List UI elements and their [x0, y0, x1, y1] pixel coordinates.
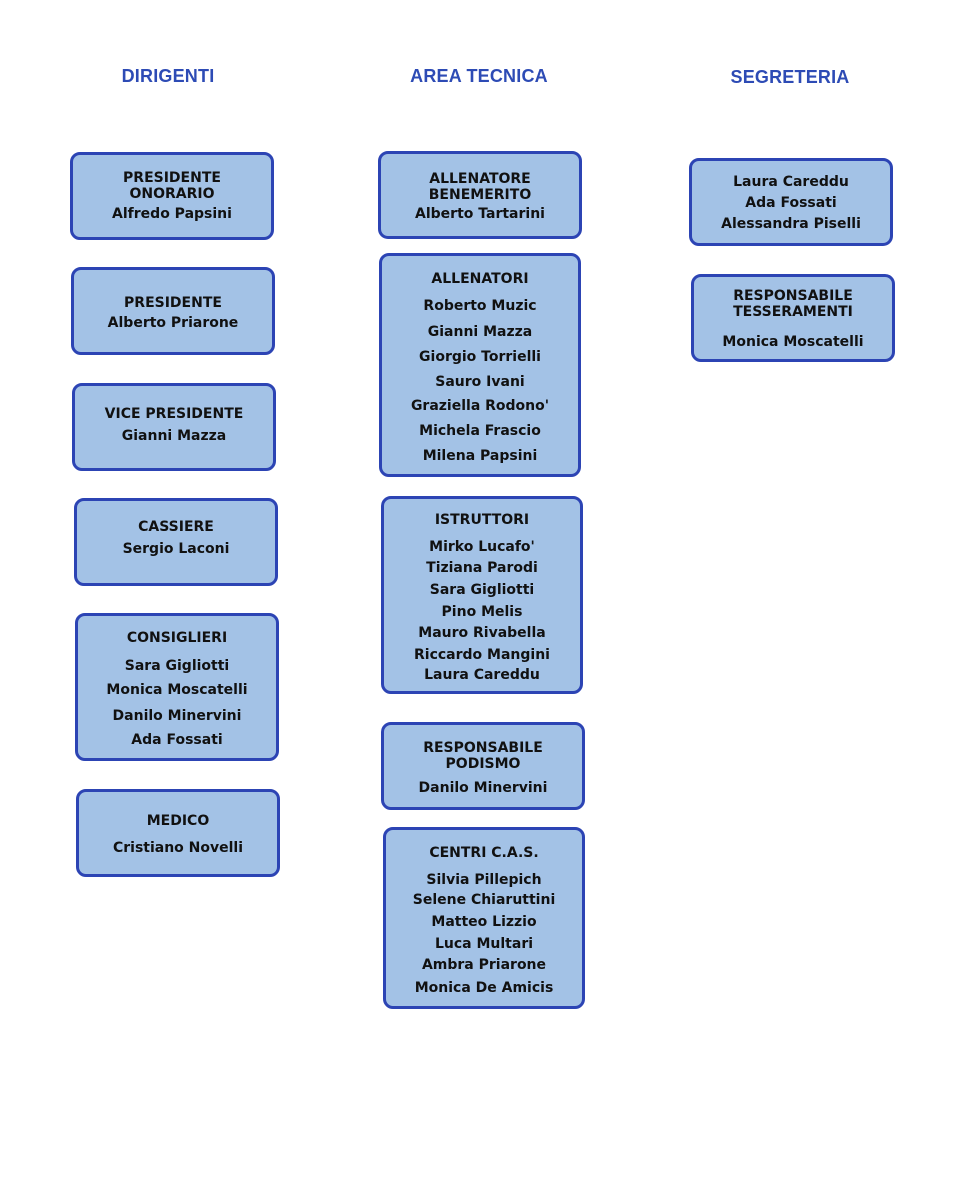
box-istruttori: ISTRUTTORI Mirko Lucafo' Tiziana Parodi …	[381, 496, 583, 694]
box-member-name: Cristiano Novelli	[112, 840, 244, 856]
box-member-name: Matteo Lizzio	[431, 914, 537, 930]
box-member-name: Alberto Priarone	[107, 315, 239, 331]
box-member-name: Sergio Laconi	[122, 541, 230, 557]
box-member-name: Riccardo Mangini	[414, 647, 550, 663]
box-cassiere: CASSIERE Sergio Laconi	[74, 498, 278, 586]
box-medico: MEDICO Cristiano Novelli	[76, 789, 280, 877]
box-member-name: Alberto Tartarini	[415, 206, 545, 222]
box-heading: MEDICO	[146, 813, 210, 829]
box-heading: TESSERAMENTI	[733, 304, 853, 320]
box-centri-cas: CENTRI C.A.S. Silvia Pillepich Selene Ch…	[383, 827, 585, 1009]
box-member-name: Monica De Amicis	[414, 980, 554, 996]
box-presidente-onorario: PRESIDENTE ONORARIO Alfredo Papsini	[70, 152, 274, 240]
box-heading: CENTRI C.A.S.	[429, 845, 539, 861]
box-member-name: Gianni Mazza	[121, 428, 227, 444]
box-member-name: Monica Moscatelli	[722, 334, 864, 350]
box-heading: BENEMERITO	[428, 187, 532, 203]
box-member-name: Laura Careddu	[733, 174, 849, 190]
box-heading: RESPONSABILE	[423, 740, 543, 756]
column-title-area-tecnica: AREA TECNICA	[410, 66, 548, 86]
box-member-name: Selene Chiaruttini	[412, 892, 556, 908]
box-member-name: Gianni Mazza	[427, 324, 533, 340]
box-member-name: Luca Multari	[434, 936, 534, 952]
box-member-name: Pino Melis	[441, 604, 523, 620]
box-member-name: Tiziana Parodi	[426, 560, 538, 576]
box-member-name: Laura Careddu	[424, 667, 540, 683]
box-allenatore-benemerito: ALLENATORE BENEMERITO Alberto Tartarini	[378, 151, 582, 239]
box-heading: CASSIERE	[138, 519, 214, 535]
box-heading: CONSIGLIERI	[126, 630, 228, 646]
box-member-name: Danilo Minervini	[418, 780, 548, 796]
box-heading: PODISMO	[445, 756, 521, 772]
box-consiglieri: CONSIGLIERI Sara Gigliotti Monica Moscat…	[75, 613, 279, 761]
box-member-name: Silvia Pillepich	[426, 872, 542, 888]
column-title-dirigenti: DIRIGENTI	[121, 66, 215, 86]
box-heading: RESPONSABILE	[733, 288, 853, 304]
box-heading: PRESIDENTE	[123, 170, 221, 186]
column-title-segreteria: SEGRETERIA	[730, 67, 850, 87]
box-member-name: Roberto Muzic	[423, 298, 537, 314]
box-heading: ALLENATORE	[429, 171, 531, 187]
box-heading: ISTRUTTORI	[434, 512, 530, 528]
box-member-name: Michela Frascio	[419, 423, 541, 439]
box-member-name: Milena Papsini	[422, 448, 538, 464]
box-member-name: Danilo Minervini	[112, 708, 242, 724]
box-allenatori: ALLENATORI Roberto Muzic Gianni Mazza Gi…	[379, 253, 581, 477]
box-member-name: Mirko Lucafo'	[429, 539, 535, 555]
box-heading: ALLENATORI	[431, 271, 529, 287]
box-responsabile-tesseramenti: RESPONSABILE TESSERAMENTI Monica Moscate…	[691, 274, 895, 362]
box-heading: PRESIDENTE	[124, 295, 222, 311]
box-member-name: Ada Fossati	[745, 195, 837, 211]
box-presidente: PRESIDENTE Alberto Priarone	[71, 267, 275, 355]
box-member-name: Sara Gigliotti	[124, 658, 230, 674]
box-heading: VICE PRESIDENTE	[104, 406, 244, 422]
box-member-name: Monica Moscatelli	[106, 682, 248, 698]
box-member-name: Graziella Rodono'	[410, 398, 550, 414]
box-member-name: Sara Gigliotti	[429, 582, 535, 598]
box-member-name: Giorgio Torrielli	[419, 349, 541, 365]
box-member-name: Ambra Priarone	[421, 957, 547, 973]
box-segreteria-staff: Laura Careddu Ada Fossati Alessandra Pis…	[689, 158, 893, 246]
box-member-name: Alfredo Papsini	[112, 206, 232, 222]
box-member-name: Mauro Rivabella	[418, 625, 546, 641]
box-vice-presidente: VICE PRESIDENTE Gianni Mazza	[72, 383, 276, 471]
box-responsabile-podismo: RESPONSABILE PODISMO Danilo Minervini	[381, 722, 585, 810]
box-member-name: Sauro Ivani	[435, 374, 525, 390]
box-member-name: Alessandra Piselli	[721, 216, 861, 232]
box-heading: ONORARIO	[129, 186, 215, 202]
box-member-name: Ada Fossati	[131, 732, 223, 748]
